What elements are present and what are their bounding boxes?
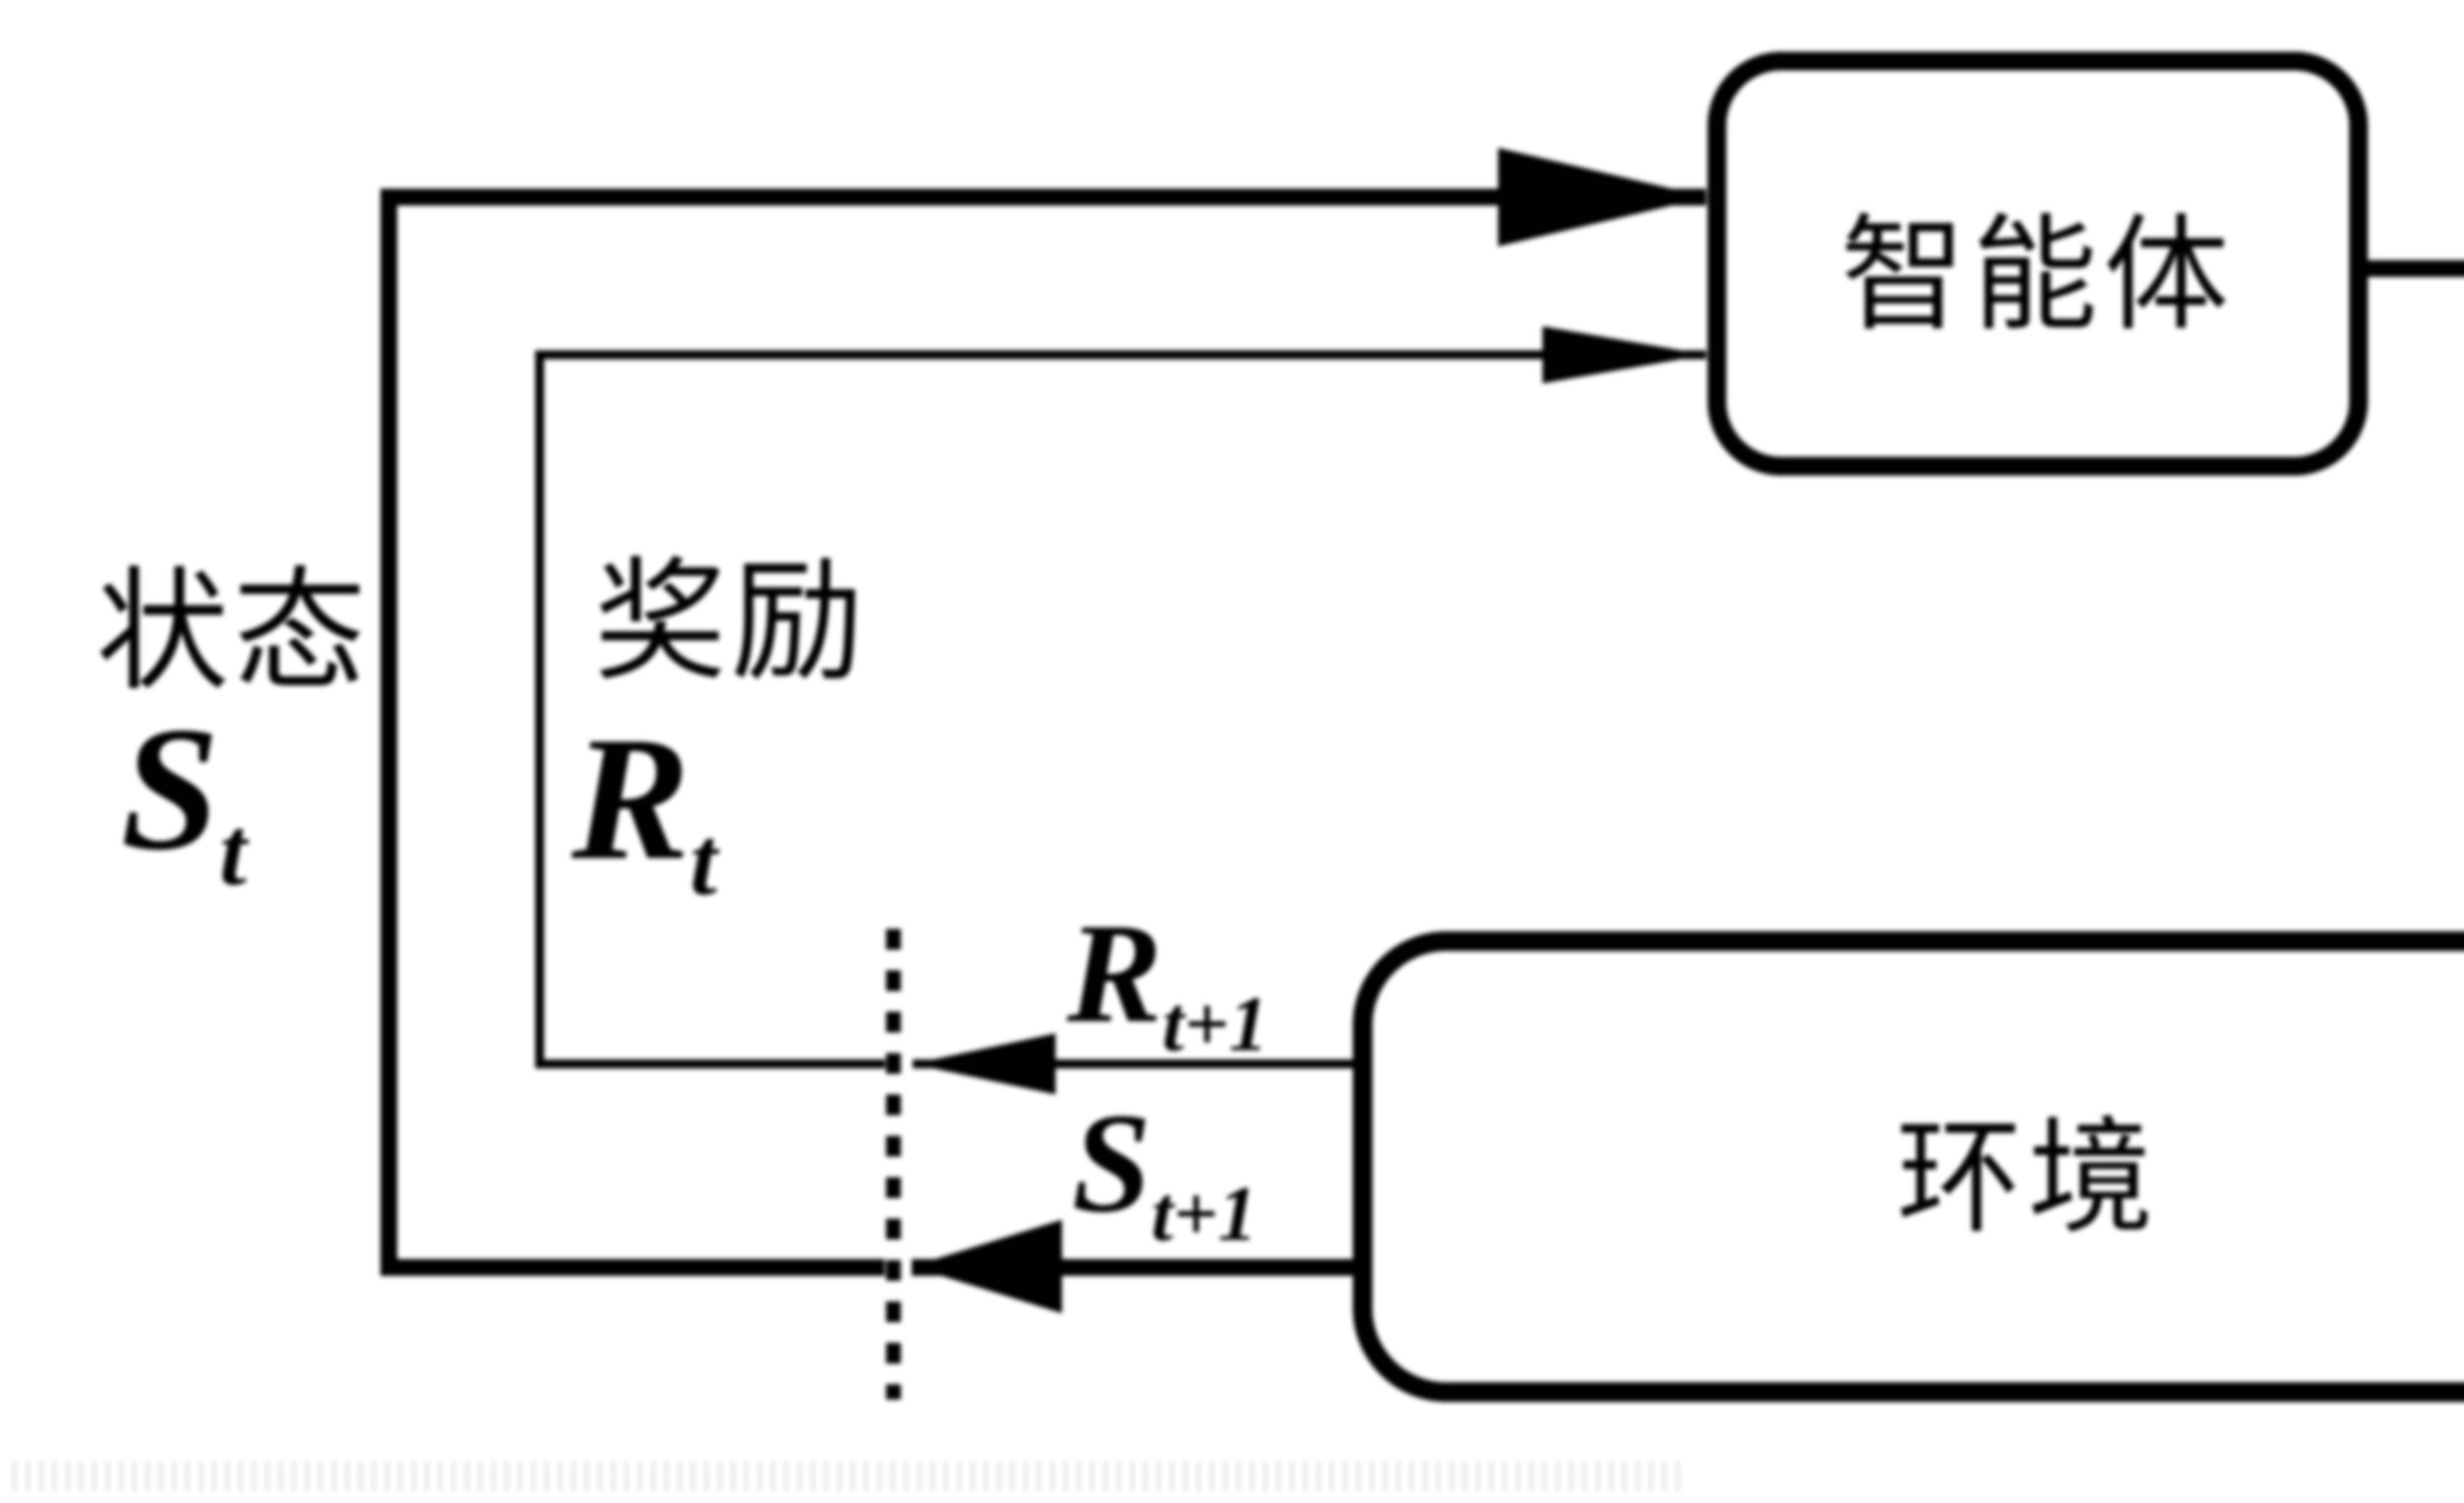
reward-word-label: 奖励 [594,549,868,697]
action-line-top [2363,260,2464,277]
state-line-top [380,189,1706,205]
state-line-bottom-left-segment [380,1259,885,1276]
next-state-subscript: t+1 [1151,1170,1258,1257]
environment-box: 环境 [1353,931,2464,1402]
reward-line-bottom-left-segment [535,1059,885,1068]
state-symbol: S [121,690,220,887]
reward-line-left [535,350,544,1064]
reward-symbol: R [572,700,690,896]
state-arrowhead-into-agent-icon [1498,148,1708,246]
agent-box-label: 智能体 [1840,206,2235,346]
state-word-label: 状态 [96,559,370,707]
next-state-arrowhead-icon [912,1220,1062,1313]
time-step-boundary-dashed-line [886,929,901,1400]
state-line-left [380,189,397,1276]
state-symbol-label: St [121,700,246,900]
next-reward-symbol-label: Rt+1 [1067,902,1268,1063]
agent-box: 智能体 [1708,52,2368,476]
reward-symbol-label: Rt [572,710,717,910]
next-state-symbol: S [1072,1084,1152,1242]
reward-line-top [535,350,1706,359]
next-reward-arrowhead-icon [913,1033,1056,1094]
faint-caption-remnant [12,1461,1688,1492]
next-reward-subscript: t+1 [1162,980,1268,1067]
next-reward-symbol: R [1067,894,1163,1052]
next-state-symbol-label: St+1 [1072,1092,1257,1253]
reward-arrowhead-into-agent-icon [1542,326,1706,383]
environment-box-label: 环境 [1896,1110,2159,1249]
reward-symbol-subscript: t [690,807,718,915]
state-symbol-subscript: t [219,797,247,905]
